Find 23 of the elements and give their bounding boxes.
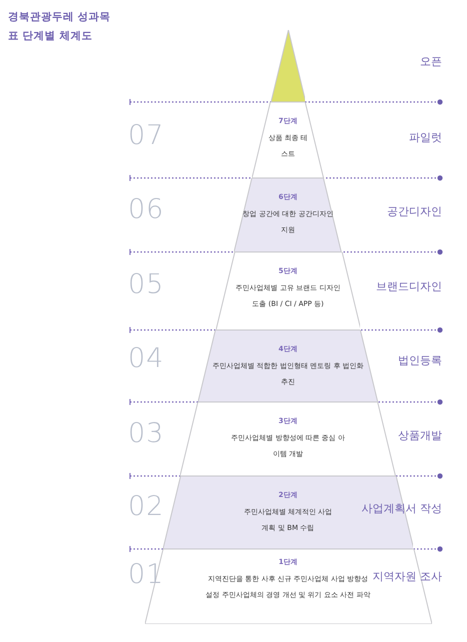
step-number: 04 xyxy=(128,343,164,374)
stage-label: 지역자원 조사 xyxy=(372,569,442,584)
step-number: 03 xyxy=(128,418,164,449)
pyramid-band xyxy=(234,178,342,252)
step-number: 07 xyxy=(128,120,164,151)
stage-label: 사업계획서 작성 xyxy=(362,501,442,516)
stage-label: 법인등록 xyxy=(398,353,442,368)
pyramid-band xyxy=(252,102,324,178)
triangle-segment xyxy=(270,30,306,102)
diagram-title: 경북관광두레 성과목표 단계별 체계도 xyxy=(8,10,112,44)
step-number: 06 xyxy=(128,194,164,225)
stage-label: 파일럿 xyxy=(409,130,442,145)
step-number: 05 xyxy=(128,269,164,300)
pyramid-band xyxy=(162,476,414,549)
pyramid-band xyxy=(216,252,360,330)
stage-label: 브랜드디자인 xyxy=(376,279,442,294)
stage-label: 오픈 xyxy=(420,54,442,69)
pyramid-band xyxy=(180,402,396,476)
stage-label: 공간디자인 xyxy=(387,204,442,219)
stage-label: 상품개발 xyxy=(398,428,442,443)
step-number: 01 xyxy=(128,559,164,590)
pyramid-band xyxy=(198,330,378,402)
step-number: 02 xyxy=(128,491,164,522)
